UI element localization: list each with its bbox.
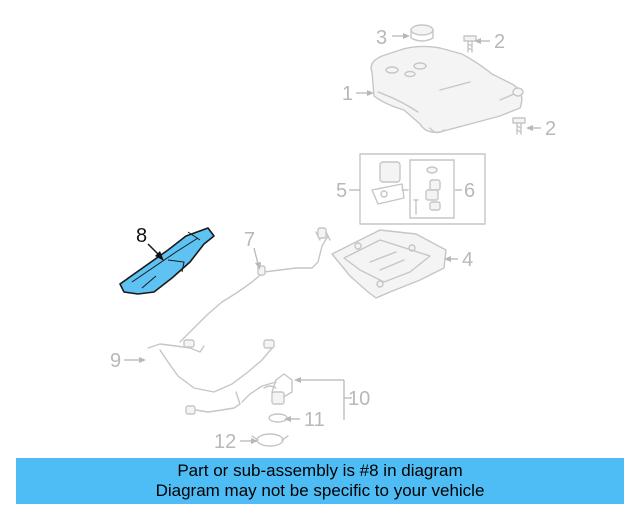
part-6-components: [413, 166, 441, 215]
callout-6: 6: [464, 180, 475, 202]
part-2-bolt-lower: [512, 117, 526, 135]
part-5-6-box: [359, 153, 486, 225]
callout-10: 10: [348, 388, 370, 410]
callout-11: 11: [304, 409, 325, 431]
callout-2-upper: 2: [494, 31, 505, 53]
part-1-reservoir: [370, 45, 524, 134]
part-2-bolt-upper: [463, 35, 477, 53]
callout-3: 3: [376, 27, 387, 49]
callout-1: 1: [342, 83, 353, 105]
part-8-shield: [119, 227, 215, 295]
part-10-sensor: [263, 373, 293, 405]
part-12-clamp: [251, 433, 289, 447]
parts-diagram: 3 2 1 2 5 6 7 4 8 9 10 11 12: [110, 24, 556, 453]
banner-line-part: Part or sub-assembly is #8 in diagram: [177, 461, 463, 480]
part-7-hose: [179, 227, 331, 343]
callout-2-lower: 2: [545, 118, 556, 140]
part-9-harness: [147, 339, 277, 415]
callout-5: 5: [336, 180, 347, 202]
callout-9: 9: [110, 350, 121, 372]
banner-line-disclaimer: Diagram may not be specific to your vehi…: [155, 481, 485, 500]
info-banner: Part or sub-assembly is #8 in diagram Di…: [16, 458, 624, 504]
callout-4: 4: [462, 249, 473, 271]
part-3-cap: [410, 24, 434, 42]
callout-12: 12: [214, 431, 236, 453]
part-4-bracket: [331, 229, 447, 299]
part-5-pump: [371, 161, 409, 205]
callout-7: 7: [244, 229, 255, 251]
part-11-ring: [268, 413, 288, 423]
callout-8: 8: [136, 225, 147, 247]
